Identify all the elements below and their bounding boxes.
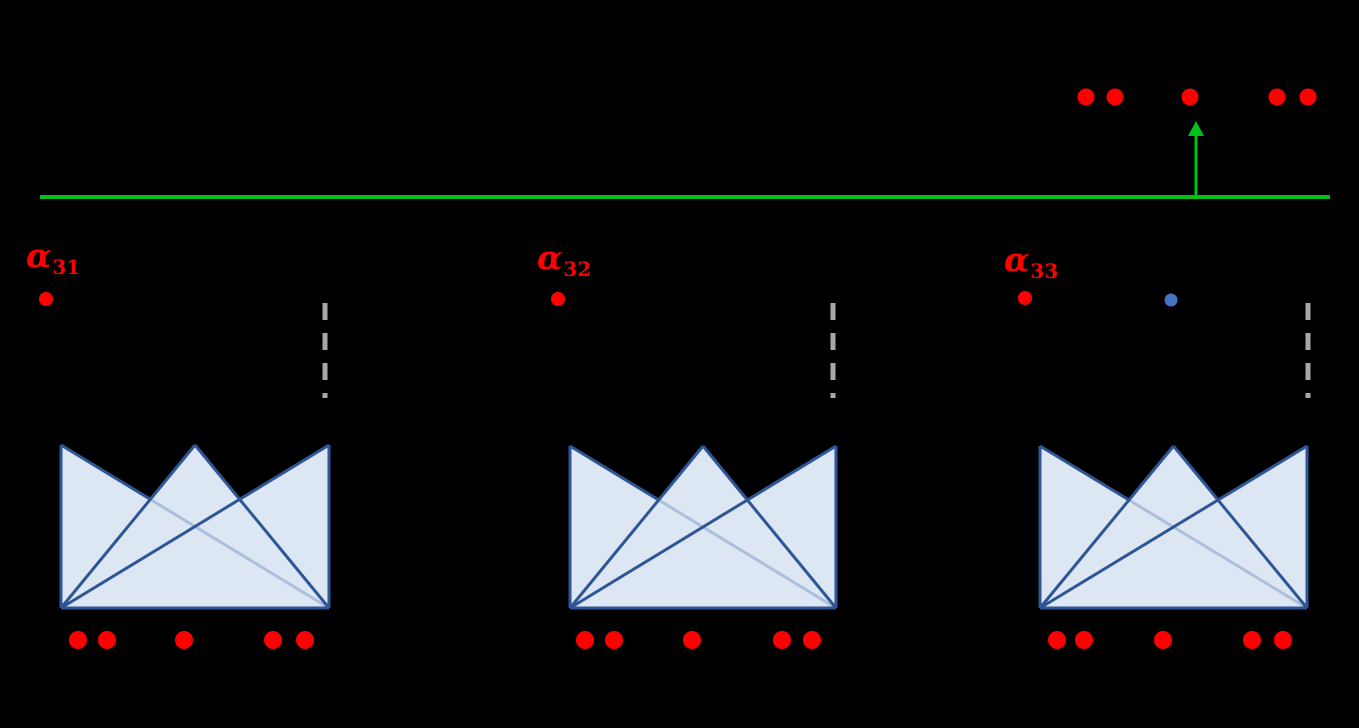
attention-weight-dot xyxy=(551,292,565,306)
alpha-subscript: 33 xyxy=(1030,259,1059,283)
fan-edge xyxy=(1039,444,1308,610)
input-token-dot xyxy=(803,631,821,649)
input-token-dot xyxy=(1243,631,1261,649)
fan-edge-light xyxy=(1128,498,1308,610)
context-dot xyxy=(1164,293,1178,307)
fan-edge xyxy=(59,444,197,609)
attention-weight-label-32: α32 xyxy=(537,238,592,281)
input-token-dot xyxy=(69,631,87,649)
attention-weight-label-33: α33 xyxy=(1004,240,1059,283)
arrow-head-icon xyxy=(1188,121,1204,136)
alpha-subscript: 31 xyxy=(52,255,81,279)
fan-edge xyxy=(1038,445,1175,609)
fan-edge xyxy=(1172,445,1309,609)
input-token-dot xyxy=(1154,631,1172,649)
input-token-dot xyxy=(296,631,314,649)
output-token-dot xyxy=(1268,88,1286,106)
fan-edge xyxy=(193,444,331,609)
fan-edge xyxy=(1039,444,1130,502)
input-token-dot xyxy=(98,631,116,649)
attention-fan xyxy=(568,444,838,610)
input-token-dot xyxy=(264,631,282,649)
fan-edge-light xyxy=(657,498,837,610)
fan-edge xyxy=(60,443,152,501)
attention-weight-dot xyxy=(1018,291,1032,305)
attention-weight-dot xyxy=(39,292,53,306)
input-token-dot xyxy=(1075,631,1093,649)
input-token-dot xyxy=(576,631,594,649)
alpha-subscript: 32 xyxy=(563,257,592,281)
input-token-dot xyxy=(605,631,623,649)
input-token-dot xyxy=(773,631,791,649)
alpha-symbol: α xyxy=(1004,240,1030,279)
fan-edge xyxy=(60,443,330,610)
context-vector-arrow xyxy=(1188,121,1204,197)
attention-weight-label-31: α31 xyxy=(26,236,81,279)
input-token-dot xyxy=(175,631,193,649)
fan-edge xyxy=(569,444,837,610)
alpha-symbol: α xyxy=(26,236,52,275)
fan-edge xyxy=(569,444,660,502)
alpha-symbol: α xyxy=(537,238,563,277)
input-token-dot xyxy=(1048,631,1066,649)
attention-fan xyxy=(59,443,331,610)
output-token-dot xyxy=(1299,88,1317,106)
fan-edge xyxy=(701,445,838,609)
output-token-dot xyxy=(1077,88,1095,106)
fan-edge-light xyxy=(149,498,330,610)
output-token-dot xyxy=(1106,88,1124,106)
output-token-dot xyxy=(1181,88,1199,106)
input-token-dot xyxy=(683,631,701,649)
input-token-dot xyxy=(1274,631,1292,649)
fan-edge xyxy=(568,445,705,609)
attention-fan xyxy=(1038,444,1309,610)
